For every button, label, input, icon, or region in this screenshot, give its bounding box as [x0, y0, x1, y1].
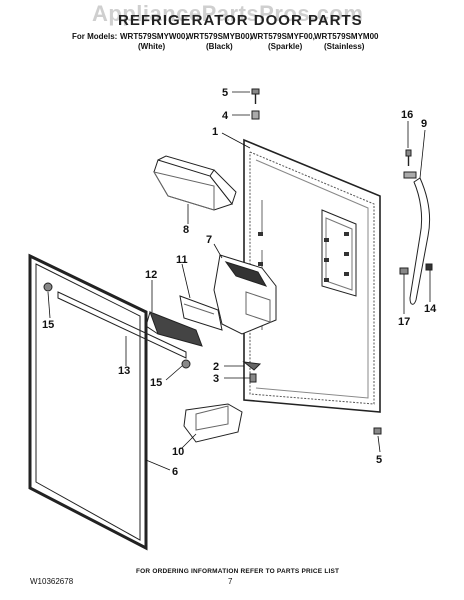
callout-label: 1 — [212, 126, 218, 138]
callout-label: 10 — [172, 446, 184, 458]
bottom-screw — [373, 427, 382, 435]
model-number: WRT579SMYB00, — [186, 32, 252, 41]
model-number: WRT579SMYW00, — [120, 32, 188, 41]
callout-label: 15 — [42, 319, 54, 331]
callout-label: 13 — [118, 365, 130, 377]
models-label: For Models: — [72, 32, 118, 41]
callout-label: 15 — [150, 377, 162, 389]
callout-label: 12 — [145, 269, 157, 281]
callout-label: 14 — [424, 303, 437, 315]
callout-label: 5 — [376, 454, 382, 466]
model-color: (Stainless) — [324, 42, 365, 51]
callout-label: 8 — [183, 224, 189, 236]
handle-screw — [405, 149, 412, 166]
callout-labels: 5 4 1 16 9 8 7 11 12 15 13 2 3 17 14 15 … — [42, 87, 437, 478]
leader-lines — [47, 91, 431, 471]
model-number: WRT579SMYF00, — [250, 32, 315, 41]
watermark: AppliancePartsPros.com — [92, 1, 364, 26]
dairy-door — [179, 295, 223, 331]
page-title: REFRIGERATOR DOOR PARTS — [118, 12, 363, 29]
door-gasket — [28, 253, 148, 551]
callout-label: 11 — [176, 254, 188, 266]
callout-label: 17 — [398, 316, 410, 328]
model-number: WRT579SMYM00 — [314, 32, 379, 41]
ordering-footer: FOR ORDERING INFORMATION REFER TO PARTS … — [136, 568, 340, 575]
door-bin-lower — [183, 403, 243, 443]
handle-mount-top — [403, 171, 417, 179]
callout-label: 5 — [222, 87, 228, 99]
door-bin-upper — [152, 155, 237, 211]
hinge-pin — [249, 373, 257, 383]
page-number: 7 — [228, 577, 233, 586]
model-color: (White) — [138, 42, 166, 51]
model-color: (Sparkle) — [268, 42, 303, 51]
callout-label: 6 — [172, 466, 178, 478]
trim-bar — [57, 291, 187, 359]
bracket-part — [242, 361, 262, 371]
callout-label: 3 — [213, 373, 219, 385]
top-bushing — [251, 110, 260, 120]
dairy-compartment — [213, 254, 277, 335]
screw-bar-end — [181, 359, 191, 369]
callout-label: 2 — [213, 361, 219, 373]
top-screw — [251, 88, 260, 104]
callout-label: 4 — [222, 110, 229, 122]
screw-left — [43, 282, 53, 292]
callout-label: 7 — [206, 234, 212, 246]
model-color: (Black) — [206, 42, 233, 51]
callout-label: 9 — [421, 118, 427, 130]
door-handle — [409, 177, 431, 305]
document-number: W10362678 — [30, 577, 74, 586]
callout-label: 16 — [401, 109, 413, 121]
